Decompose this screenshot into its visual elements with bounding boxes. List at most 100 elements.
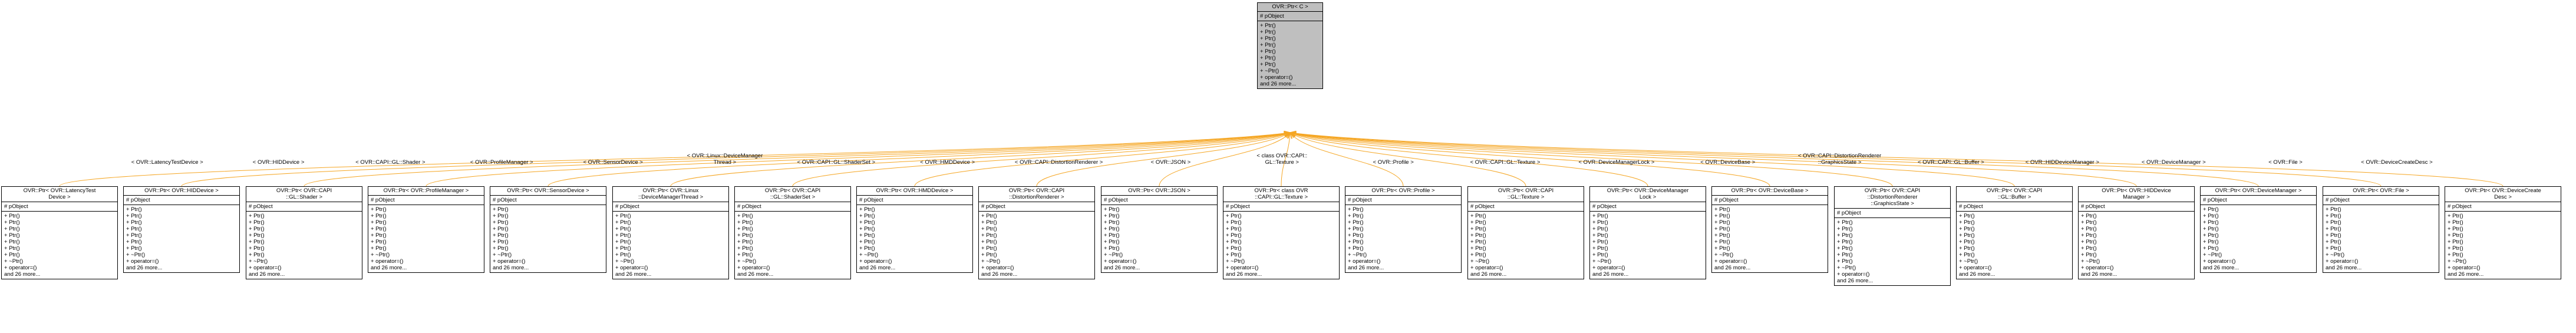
class-title: OVR::Ptr< OVR::Linux::DeviceManagerThrea…	[613, 187, 728, 202]
class-operation: + Ptr()	[2326, 232, 2341, 239]
class-operation: + Ptr()	[1837, 245, 1853, 252]
class-operation: + Ptr()	[1837, 239, 1853, 245]
class-operation: + operator=()	[1592, 265, 1625, 271]
class-attribute: # pObject	[859, 197, 883, 203]
class-attribute: # pObject	[1959, 203, 1983, 210]
class-operations: + Ptr()+ Ptr()+ Ptr()+ Ptr()+ Ptr()+ Ptr…	[2323, 205, 2439, 272]
class-operation: + ~Ptr()	[615, 258, 635, 265]
class-attribute: # pObject	[249, 203, 273, 210]
class-title-line: ::GL::Buffer >	[1997, 194, 2031, 200]
class-operation: + ~Ptr()	[249, 258, 268, 265]
class-operation: + Ptr()	[1348, 232, 1364, 239]
class-operation: + Ptr()	[126, 219, 142, 226]
class-operation: + Ptr()	[371, 239, 387, 245]
class-operation: + Ptr()	[859, 226, 875, 232]
class-operation: + Ptr()	[981, 226, 997, 232]
class-operation: and 26 more...	[981, 271, 1018, 278]
class-operation: + Ptr()	[1104, 226, 1120, 232]
class-operation: + Ptr()	[2326, 213, 2341, 219]
class-operation: + Ptr()	[4, 213, 20, 219]
class-attribute: # pObject	[1348, 197, 1372, 203]
derived-class-node: OVR::Ptr< OVR::CAPI::GL::Texture ># pObj…	[1467, 186, 1584, 279]
class-operation: + Ptr()	[2448, 226, 2463, 232]
class-operation: + Ptr()	[859, 206, 875, 213]
class-operation: + operator=()	[1226, 265, 1259, 271]
class-operation: + Ptr()	[1714, 239, 1730, 245]
class-operation: + Ptr()	[1592, 219, 1608, 226]
class-operation: + ~Ptr()	[4, 258, 24, 265]
class-operation: + Ptr()	[1959, 213, 1975, 219]
class-operation: + Ptr()	[249, 226, 265, 232]
class-operation: + Ptr()	[1104, 213, 1120, 219]
class-operation: + operator=()	[493, 258, 526, 265]
class-operation: + Ptr()	[126, 206, 142, 213]
class-operation: + Ptr()	[1714, 232, 1730, 239]
class-attribute: # pObject	[1714, 197, 1739, 203]
class-attribute: # pObject	[1592, 203, 1617, 210]
class-attributes: # pObject	[2079, 202, 2194, 211]
class-operation: + Ptr()	[2081, 245, 2097, 252]
base-op: + Ptr()	[1260, 22, 1276, 29]
inheritance-edge	[426, 133, 1290, 187]
class-operations: + Ptr()+ Ptr()+ Ptr()+ Ptr()+ Ptr()+ Ptr…	[1957, 211, 2072, 279]
derived-class-node: OVR::Ptr< OVR::Profile ># pObject+ Ptr()…	[1345, 186, 1462, 273]
class-operation: + Ptr()	[4, 219, 20, 226]
class-title-line: Manager >	[2123, 194, 2150, 200]
inheritance-edge	[792, 133, 1290, 187]
base-op: + Ptr()	[1260, 61, 1276, 68]
class-operation: + operator=()	[981, 265, 1014, 271]
class-attribute: # pObject	[737, 203, 761, 210]
class-title-line: OVR::Ptr< OVR::LatencyTest	[23, 187, 96, 194]
class-attributes: # pObject	[735, 202, 850, 211]
class-operation: + Ptr()	[615, 213, 631, 219]
class-operation: + Ptr()	[981, 245, 997, 252]
class-operation: and 26 more...	[1226, 271, 1262, 278]
base-op: + Ptr()	[1260, 42, 1276, 48]
class-operation: + operator=()	[371, 258, 404, 265]
class-operation: + Ptr()	[249, 213, 265, 219]
class-title-line: ::GL::ShaderSet >	[770, 194, 816, 200]
class-operation: + Ptr()	[249, 245, 265, 252]
class-operation: + Ptr()	[737, 252, 753, 258]
edge-label: < OVR::SensorDevice >	[583, 159, 643, 166]
class-operation: + Ptr()	[981, 239, 997, 245]
class-operation: + Ptr()	[615, 226, 631, 232]
class-title-line: OVR::Ptr< OVR::DeviceCreate	[2465, 187, 2541, 194]
class-title-line: ::GL::Texture >	[1507, 194, 1545, 200]
class-operation: + ~Ptr()	[1837, 265, 1856, 271]
class-attributes: # pObject	[490, 195, 606, 205]
class-title-line: OVR::Ptr< OVR::CAPI	[1008, 187, 1065, 194]
edge-label: < OVR::CAPI::GL::Shader >	[355, 159, 426, 166]
edge-label: < OVR::Profile >	[1373, 159, 1414, 166]
class-operation: + Ptr()	[1226, 245, 1242, 252]
class-operation: + Ptr()	[2448, 213, 2463, 219]
derived-class-node: OVR::Ptr< OVR::File ># pObject+ Ptr()+ P…	[2323, 186, 2439, 273]
edge-label: < OVR::DeviceManager >	[2141, 159, 2206, 166]
class-operation: + Ptr()	[1837, 252, 1853, 258]
class-operation: + Ptr()	[126, 226, 142, 232]
class-operation: + Ptr()	[2081, 213, 2097, 219]
derived-class-node: OVR::Ptr< OVR::Linux::DeviceManagerThrea…	[612, 186, 729, 279]
class-operation: + Ptr()	[1348, 219, 1364, 226]
class-operation: + Ptr()	[126, 232, 142, 239]
inheritance-edge	[1290, 133, 1770, 187]
class-title-line: OVR::Ptr< OVR::DeviceBase >	[1731, 187, 1809, 194]
class-operation: + Ptr()	[1592, 232, 1608, 239]
edge-label: < OVR::ProfileManager >	[470, 159, 533, 166]
class-attribute: # pObject	[2326, 197, 2350, 203]
class-operation: + Ptr()	[1959, 232, 1975, 239]
edge-label: < OVR::HIDDeviceManager >	[2025, 159, 2099, 166]
base-op: + Ptr()	[1260, 48, 1276, 55]
class-attribute: # pObject	[1226, 203, 1250, 210]
class-title-line: ::GraphicsState >	[1871, 200, 1914, 207]
base-class-attributes: # pObject	[1258, 11, 1322, 21]
inheritance-edge	[1290, 133, 1893, 187]
class-attributes: # pObject	[246, 202, 362, 211]
class-title-line: ::GL::Shader >	[285, 194, 323, 200]
class-operation: and 26 more...	[1104, 265, 1140, 271]
derived-class-node: OVR::Ptr< OVR::ProfileManager ># pObject…	[368, 186, 484, 273]
class-title-line: OVR::Ptr< OVR::CAPI	[1986, 187, 2043, 194]
